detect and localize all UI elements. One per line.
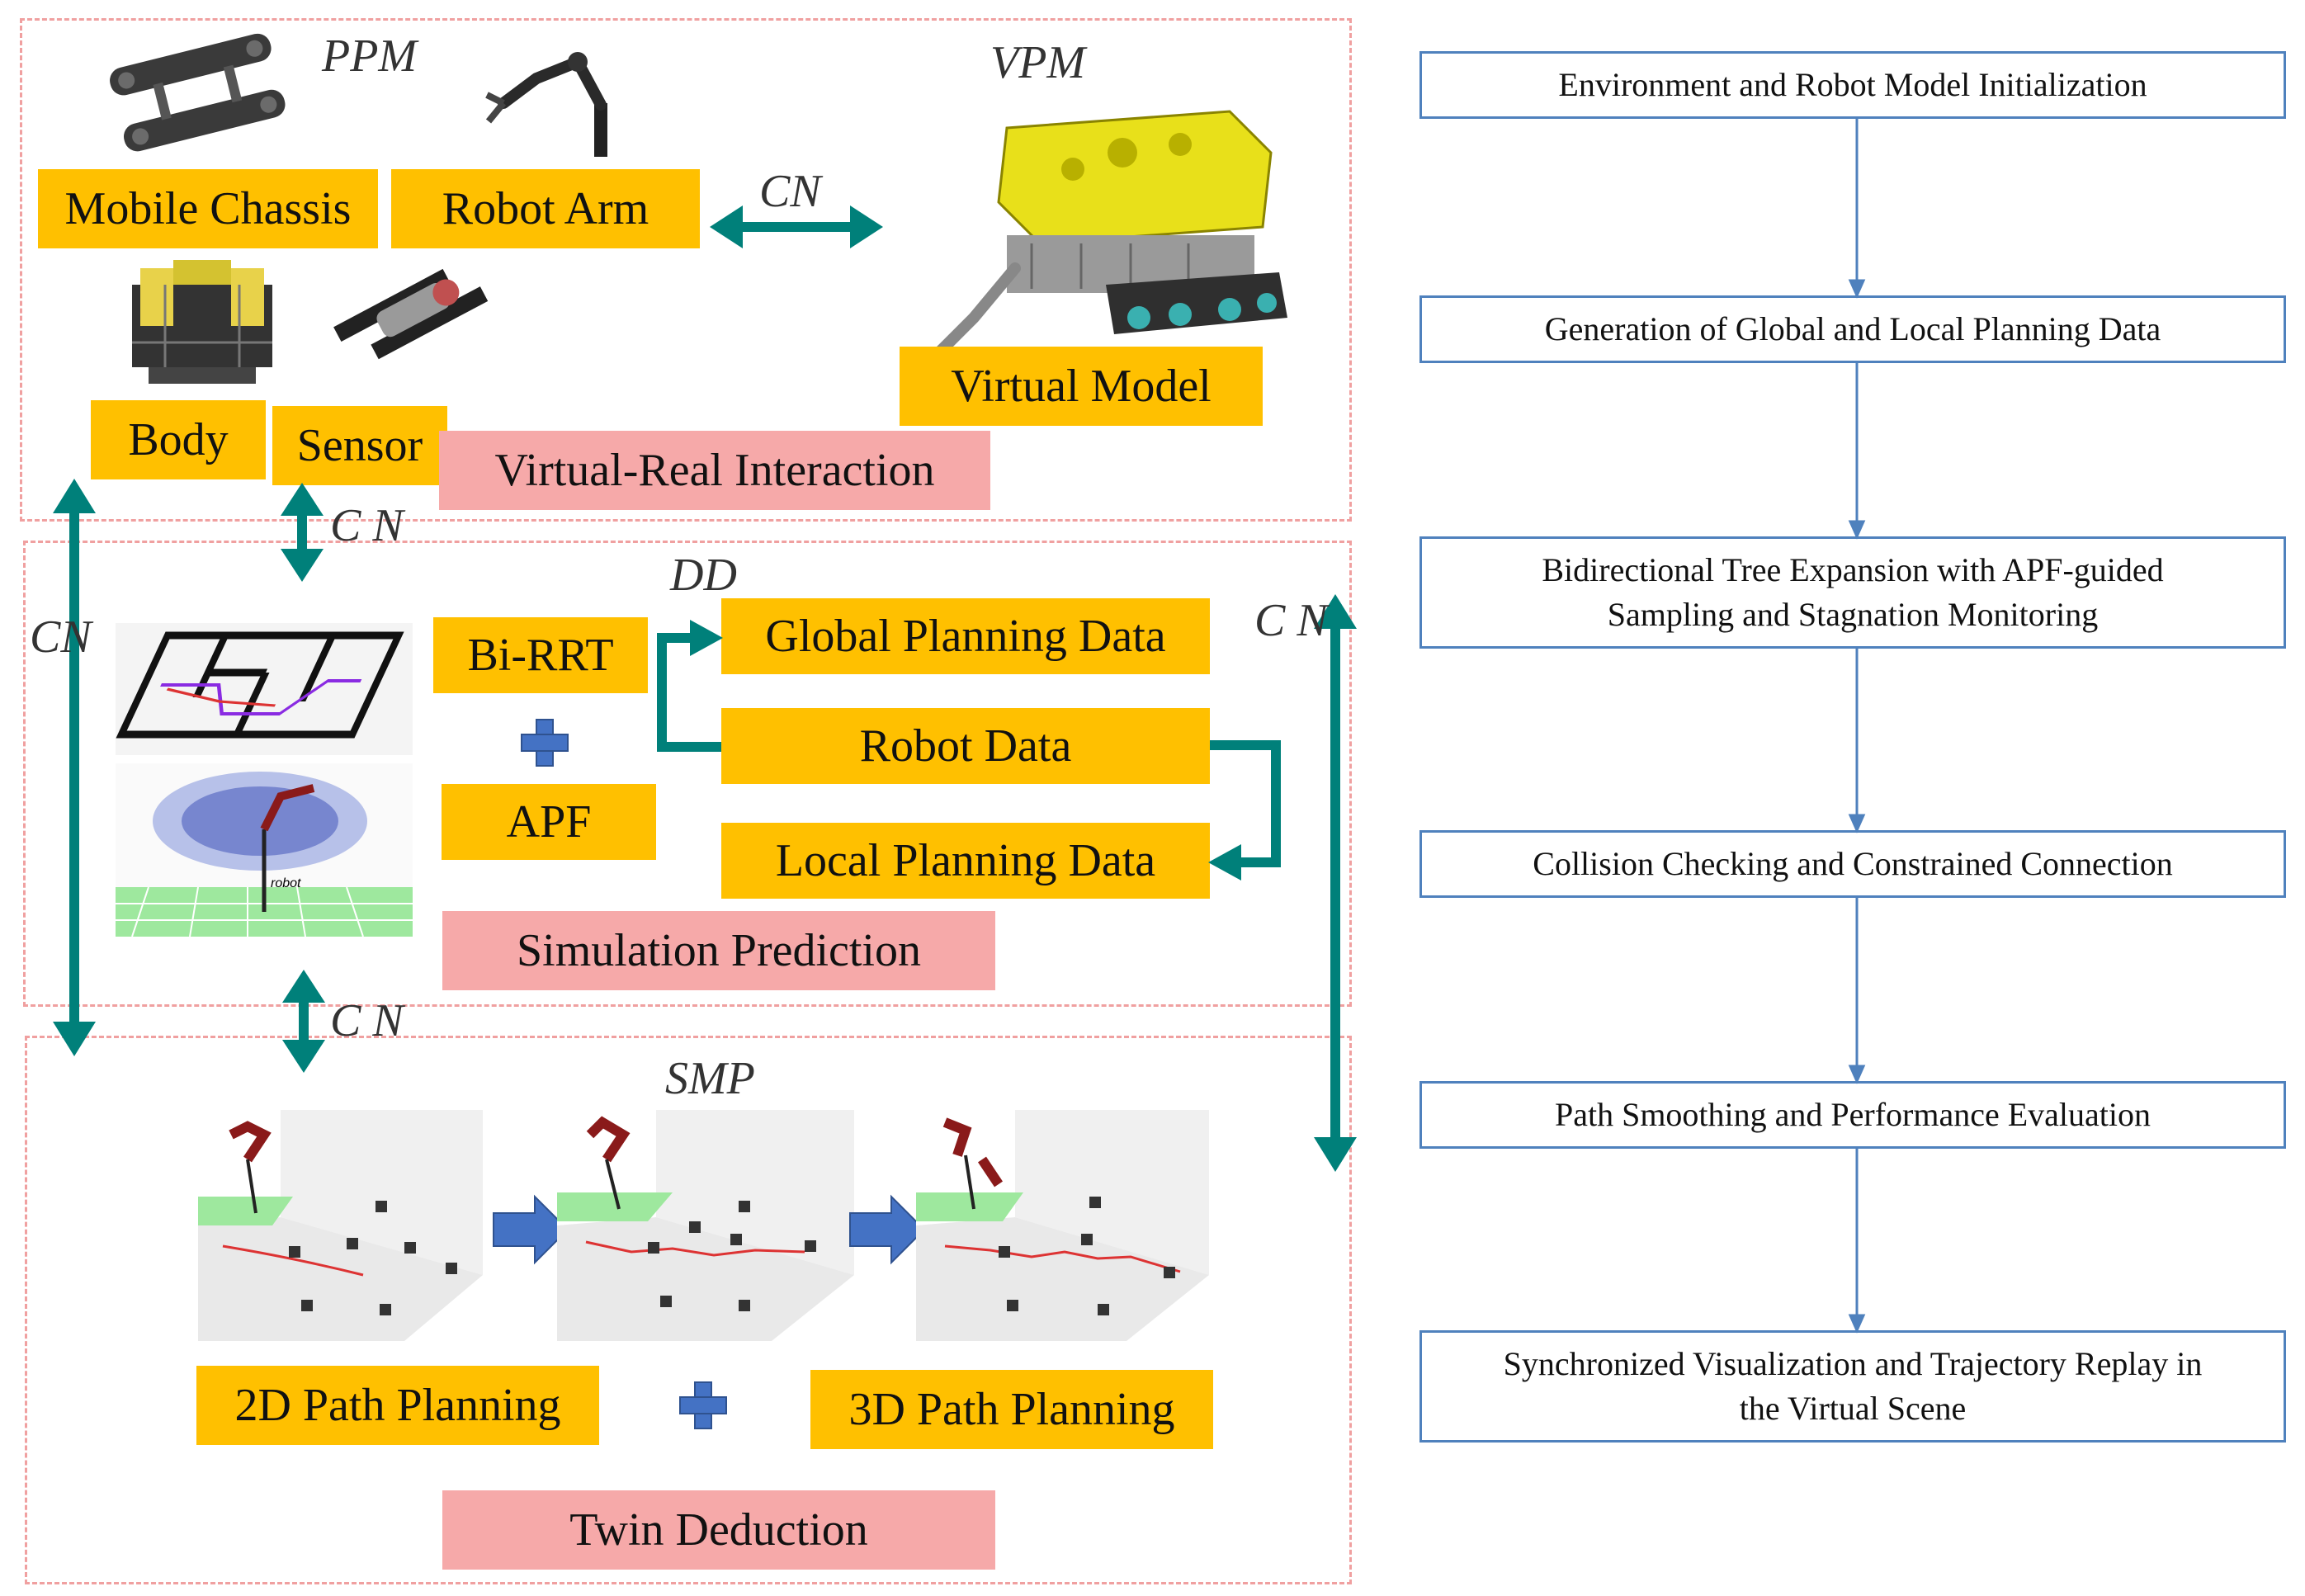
flow-step-5-text: Path Smoothing and Performance Evaluatio… [1554,1096,2151,1133]
robot-to-global-arrow [657,620,723,752]
next-arrow-1 [493,1194,569,1265]
mobile-chassis-image [110,33,286,152]
robot-to-local-arrow [1208,740,1281,881]
dd-label: DD [670,550,737,601]
flow-step-3-text: Bidirectional Tree Expansion with APF-gu… [1542,551,2164,633]
panel-twin-deduction [25,1036,1352,1584]
next-arrow-2 [849,1194,926,1265]
path-plot-1 [198,1110,483,1341]
flow-step-4-text: Collision Checking and Constrained Conne… [1533,845,2173,882]
robot-arm-label: Robot Arm [391,169,700,248]
flow-step-3: Bidirectional Tree Expansion with APF-gu… [1419,536,2286,649]
bi-rrt-label: Bi-RRT [433,617,648,693]
plus-icon-bottom [679,1381,727,1429]
flow-step-2: Generation of Global and Local Planning … [1419,295,2286,363]
global-planning-data-label: Global Planning Data [721,598,1210,674]
cn-arrow-top-mid [281,483,324,582]
sensor-image [333,268,489,360]
maze-map-image [116,623,413,755]
sensor-label: Sensor [272,406,447,485]
panel-simulation [23,541,1352,1007]
apf-label: APF [442,784,656,860]
flow-step-2-text: Generation of Global and Local Planning … [1544,310,2161,347]
cn-arrow-horizontal [710,205,883,248]
cn-arrow-bottom-mid [282,970,325,1073]
virtual-real-interaction-title: Virtual-Real Interaction [439,431,990,510]
cn-left-label: CN [30,611,92,663]
panel-virtual-real [20,18,1352,522]
cn-bottom-mid-label: C N [330,995,404,1046]
flow-step-5: Path Smoothing and Performance Evaluatio… [1419,1081,2286,1149]
mobile-chassis-label: Mobile Chassis [38,169,378,248]
vpm-label: VPM [990,37,1086,88]
robot-arm-image [485,52,607,157]
cn-arrow-left [53,479,96,1056]
twin-deduction-title: Twin Deduction [442,1490,995,1570]
ppm-label: PPM [322,31,418,82]
cn-arrow-right [1314,594,1357,1172]
flow-step-6-text: Synchronized Visualization and Trajector… [1503,1345,2203,1427]
body-label: Body [91,400,266,479]
simulation-prediction-title: Simulation Prediction [442,911,995,990]
smp-label: SMP [665,1053,755,1104]
flow-step-1: Environment and Robot Model Initializati… [1419,51,2286,119]
cn-label-top: CN [759,166,821,217]
apf-sampling-image: robot [116,763,413,937]
flow-step-1-text: Environment and Robot Model Initializati… [1558,66,2147,103]
cn-right-label: C N [1254,595,1328,646]
2d-path-planning-label: 2D Path Planning [196,1366,599,1445]
flow-arrows [1848,119,1866,1334]
virtual-model-label: Virtual Model [900,347,1263,426]
flow-step-6: Synchronized Visualization and Trajector… [1419,1330,2286,1443]
cn-top-mid-label: C N [330,500,404,551]
plus-icon-mid [521,719,569,767]
robot-data-label: Robot Data [721,708,1210,784]
path-plot-2 [557,1110,854,1341]
path-plot-3 [916,1110,1209,1341]
virtual-model-image [923,110,1287,370]
local-planning-data-label: Local Planning Data [721,823,1210,899]
flow-step-4: Collision Checking and Constrained Conne… [1419,830,2286,898]
body-image [132,260,272,384]
3d-path-planning-label: 3D Path Planning [810,1370,1213,1449]
robot-tag: robot [271,876,301,890]
